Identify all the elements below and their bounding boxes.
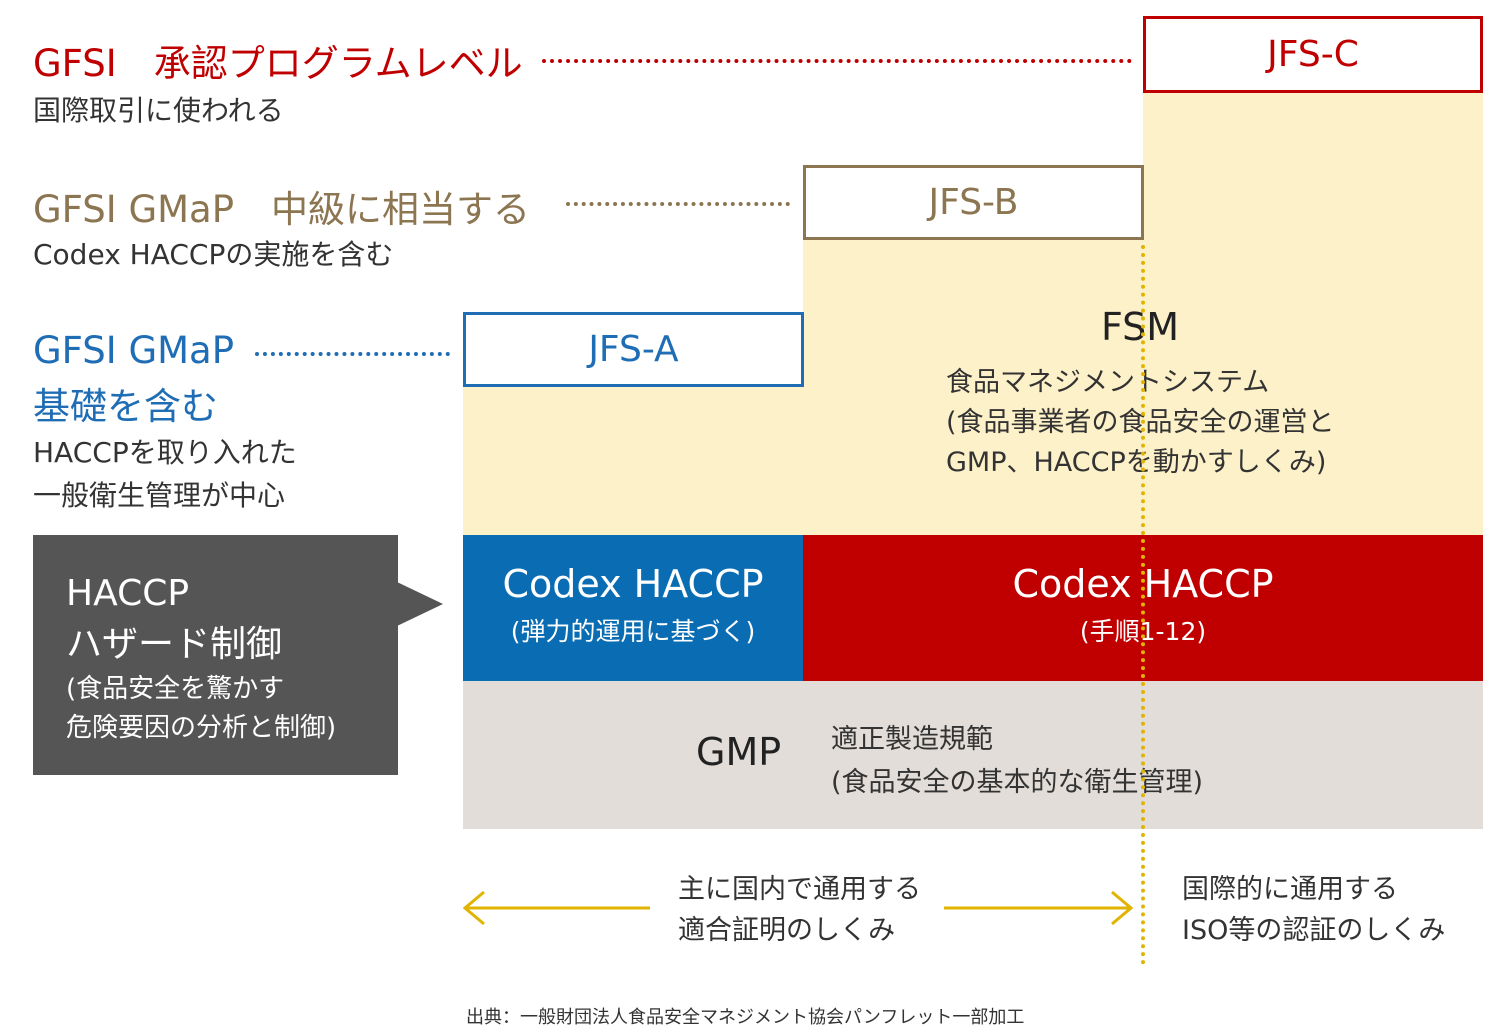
level-b-subtitle: Codex HACCPの実施を含む	[33, 238, 394, 271]
level-c-subtitle: 国際取引に使われる	[33, 94, 284, 127]
level-a-title-2: 基礎を含む	[33, 385, 218, 428]
domestic-line-1: 主に国内で通用する	[678, 874, 921, 905]
haccp-callout-title-1: HACCP	[66, 573, 190, 614]
fsm-line-1: 食品マネジメントシステム	[946, 367, 1270, 398]
level-c-leader	[542, 59, 1132, 63]
fsm-title: FSM	[1100, 305, 1180, 349]
level-a-subtitle-1: HACCPを取り入れた	[33, 436, 297, 469]
level-a-leader	[255, 352, 450, 356]
international-line-1: 国際的に通用する	[1182, 874, 1398, 905]
level-a-title: GFSI GMaP	[33, 329, 235, 372]
domestic-line-2: 適合証明のしくみ	[678, 915, 896, 946]
scope-divider-line	[1141, 245, 1145, 965]
codex-flexible-sub: (弾力的運用に基づく)	[510, 617, 756, 646]
fsm-line-3: GMP、HACCPを動かすしくみ)	[946, 447, 1327, 478]
haccp-callout: HACCP ハザード制御 (食品安全を驚かす 危険要因の分析と制御)	[33, 535, 398, 775]
gmp-line-1: 適正製造規範	[831, 724, 993, 755]
level-b-title: GFSI GMaP 中級に相当する	[33, 188, 531, 231]
fsm-area-b	[803, 238, 1143, 536]
jfs-a-box: JFS-A	[463, 312, 804, 387]
gmp-block	[463, 681, 1483, 829]
jfs-b-box: JFS-B	[803, 165, 1144, 240]
haccp-callout-line-1: (食品安全を驚かす	[66, 674, 285, 704]
source-note: 出典：一般財団法人食品安全マネジメント協会パンフレット一部加工	[466, 1007, 1025, 1028]
international-line-2: ISO等の認証のしくみ	[1182, 915, 1446, 946]
fsm-line-2: (食品事業者の食品安全の運営と	[946, 407, 1335, 438]
level-c-title: GFSI 承認プログラムレベル	[33, 42, 523, 85]
level-a-subtitle-2: 一般衛生管理が中心	[33, 479, 286, 512]
fsm-area-c	[1143, 91, 1483, 536]
domestic-arrow-icon	[462, 890, 650, 926]
fsm-area-a	[463, 386, 803, 536]
codex-flexible-title: Codex HACCP	[502, 562, 764, 606]
gmp-label: GMP	[696, 730, 782, 774]
haccp-callout-line-2: 危険要因の分析と制御)	[66, 713, 337, 743]
gmp-line-2: (食品安全の基本的な衛生管理)	[831, 767, 1204, 798]
haccp-callout-title-2: ハザード制御	[66, 624, 283, 665]
jfs-c-label: JFS-C	[1267, 34, 1359, 75]
level-b-leader	[566, 202, 790, 206]
jfs-b-label: JFS-B	[928, 182, 1019, 223]
international-arrow-icon	[944, 890, 1134, 926]
callout-pointer-icon	[397, 582, 443, 626]
jfs-a-label: JFS-A	[588, 329, 679, 370]
codex-haccp-flexible: Codex HACCP (弾力的運用に基づく)	[463, 535, 803, 681]
jfs-c-box: JFS-C	[1143, 16, 1483, 93]
